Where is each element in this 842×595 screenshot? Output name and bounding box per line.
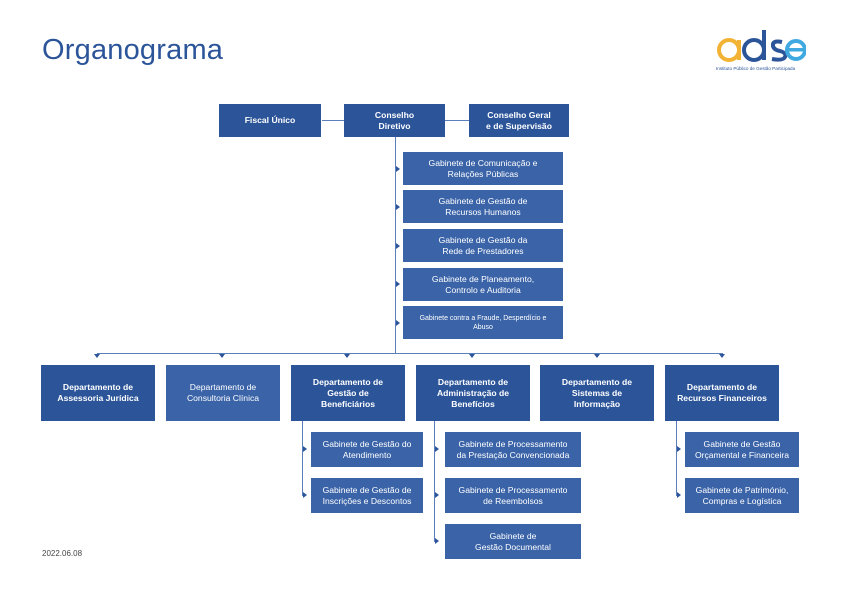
box-label: Recursos Humanos	[445, 206, 521, 217]
box-label: Departamento de	[189, 382, 257, 392]
box-label: Departamento de	[686, 382, 758, 392]
arrow-right-icon	[396, 204, 400, 210]
box-label: Gabinete de Património,	[695, 484, 789, 495]
box-gab-prestacao-convencionada: Gabinete de Processamento da Prestação C…	[445, 432, 581, 467]
arrow-down-icon	[469, 354, 475, 358]
arrow-down-icon	[344, 354, 350, 358]
box-label: Assessoria Jurídica	[57, 393, 139, 403]
box-fiscal-unico: Fiscal Único	[219, 104, 321, 137]
box-label: Gabinete de Gestão de	[438, 195, 528, 206]
box-label: Beneficiários	[321, 398, 375, 409]
box-label: Diretivo	[378, 120, 411, 131]
box-gabinete-recursos-humanos: Gabinete de Gestão de Recursos Humanos	[403, 190, 563, 223]
adse-logo	[717, 30, 806, 62]
arrow-right-icon	[303, 446, 307, 452]
box-label: Gestão de	[327, 387, 369, 398]
box-label: Atendimento	[342, 449, 392, 460]
box-gab-patrimonio: Gabinete de Património, Compras e Logíst…	[685, 478, 799, 513]
box-label: Gabinete de Comunicação e	[428, 157, 538, 168]
box-label: Gabinete de Gestão de	[322, 484, 412, 495]
box-label: Consultoria Clínica	[186, 393, 260, 403]
logo-subtitle: Instituto Público de Gestão Participada	[716, 66, 796, 71]
box-label: da Prestação Convencionada	[456, 449, 570, 460]
arrow-right-icon	[435, 446, 439, 452]
box-label: Fiscal Único	[244, 115, 296, 125]
box-label: Gabinete de Gestão	[703, 438, 781, 449]
box-dep-sistemas-informacao: Departamento de Sistemas de Informação	[540, 365, 654, 421]
box-label: Informação	[573, 398, 621, 409]
box-label: Gabinete de Planeamento,	[431, 273, 535, 284]
box-label: de Reembolsos	[483, 495, 543, 506]
box-gab-atendimento: Gabinete de Gestão do Atendimento	[311, 432, 423, 467]
box-gab-orcamental: Gabinete de Gestão Orçamental e Financei…	[685, 432, 799, 467]
connector-beneficios-vertical	[434, 421, 435, 542]
box-gabinete-planeamento: Gabinete de Planeamento, Controlo e Audi…	[403, 268, 563, 301]
box-dep-administracao-beneficios: Departamento de Administração de Benefíc…	[416, 365, 530, 421]
arrow-right-icon	[435, 538, 439, 544]
box-label: Abuso	[473, 323, 493, 331]
box-label: Gestão Documental	[475, 541, 551, 552]
box-label: Gabinete de	[489, 530, 537, 541]
box-gabinete-comunicacao: Gabinete de Comunicação e Relações Públi…	[403, 152, 563, 185]
box-gab-reembolsos: Gabinete de Processamento de Reembolsos	[445, 478, 581, 513]
box-dep-recursos-financeiros: Departamento de Recursos Financeiros	[665, 365, 779, 421]
box-label: Recursos Financeiros	[677, 393, 767, 403]
box-label: Departamento de	[62, 382, 134, 392]
box-label: Gabinete de Processamento	[458, 438, 568, 449]
connector-financeiros-vertical	[676, 421, 677, 496]
box-label: Conselho Geral	[487, 109, 551, 120]
box-gab-inscricoes: Gabinete de Gestão de Inscrições e Desco…	[311, 478, 423, 513]
arrow-down-icon	[219, 354, 225, 358]
box-label: Relações Públicas	[447, 168, 519, 179]
arrow-right-icon	[396, 281, 400, 287]
box-label: Gabinete de Gestão do	[322, 438, 412, 449]
arrow-right-icon	[435, 492, 439, 498]
box-label: Gabinete de Processamento	[458, 484, 568, 495]
box-dep-assessoria-juridica: Departamento de Assessoria Jurídica	[41, 365, 155, 421]
box-gabinete-fraude: Gabinete contra a Fraude, Desperdício e …	[403, 306, 563, 339]
box-gab-gestao-documental: Gabinete de Gestão Documental	[445, 524, 581, 559]
box-label: Orçamental e Financeira	[694, 449, 790, 460]
arrow-right-icon	[396, 320, 400, 326]
connector-departments-horizontal	[97, 353, 723, 354]
box-dep-consultoria-clinica: Departamento de Consultoria Clínica	[166, 365, 280, 421]
box-conselho-diretivo: Conselho Diretivo	[344, 104, 445, 137]
box-label: Gabinete de Gestão da	[438, 234, 528, 245]
box-label: e de Supervisão	[486, 120, 552, 131]
arrow-right-icon	[303, 492, 307, 498]
arrow-down-icon	[94, 354, 100, 358]
box-label: Conselho	[374, 109, 415, 120]
box-dep-gestao-beneficiarios: Departamento de Gestão de Beneficiários	[291, 365, 405, 421]
box-label: Gabinete contra a Fraude, Desperdício e	[419, 314, 547, 322]
connector-beneficiarios-vertical	[302, 421, 303, 496]
connector-main-vertical	[395, 137, 396, 353]
box-conselho-geral: Conselho Geral e de Supervisão	[469, 104, 569, 137]
box-gabinete-rede-prestadores: Gabinete de Gestão da Rede de Prestadore…	[403, 229, 563, 262]
box-label: Controlo e Auditoria	[445, 284, 521, 295]
box-label: Administração de	[436, 387, 510, 398]
arrow-down-icon	[594, 354, 600, 358]
document-date: 2022.06.08	[42, 549, 83, 558]
page-title: Organograma	[42, 34, 224, 66]
arrow-down-icon	[719, 354, 725, 358]
box-label: Inscrições e Descontos	[322, 495, 412, 506]
arrow-right-icon	[396, 166, 400, 172]
box-label: Departamento de	[561, 376, 633, 387]
box-label: Benefícios	[451, 398, 495, 409]
box-label: Departamento de	[437, 376, 509, 387]
box-label: Departamento de	[312, 376, 384, 387]
box-label: Rede de Prestadores	[442, 245, 524, 256]
box-label: Sistemas de	[571, 387, 623, 398]
arrow-right-icon	[677, 446, 681, 452]
arrow-right-icon	[677, 492, 681, 498]
arrow-right-icon	[396, 243, 400, 249]
box-label: Compras e Logística	[702, 495, 782, 506]
